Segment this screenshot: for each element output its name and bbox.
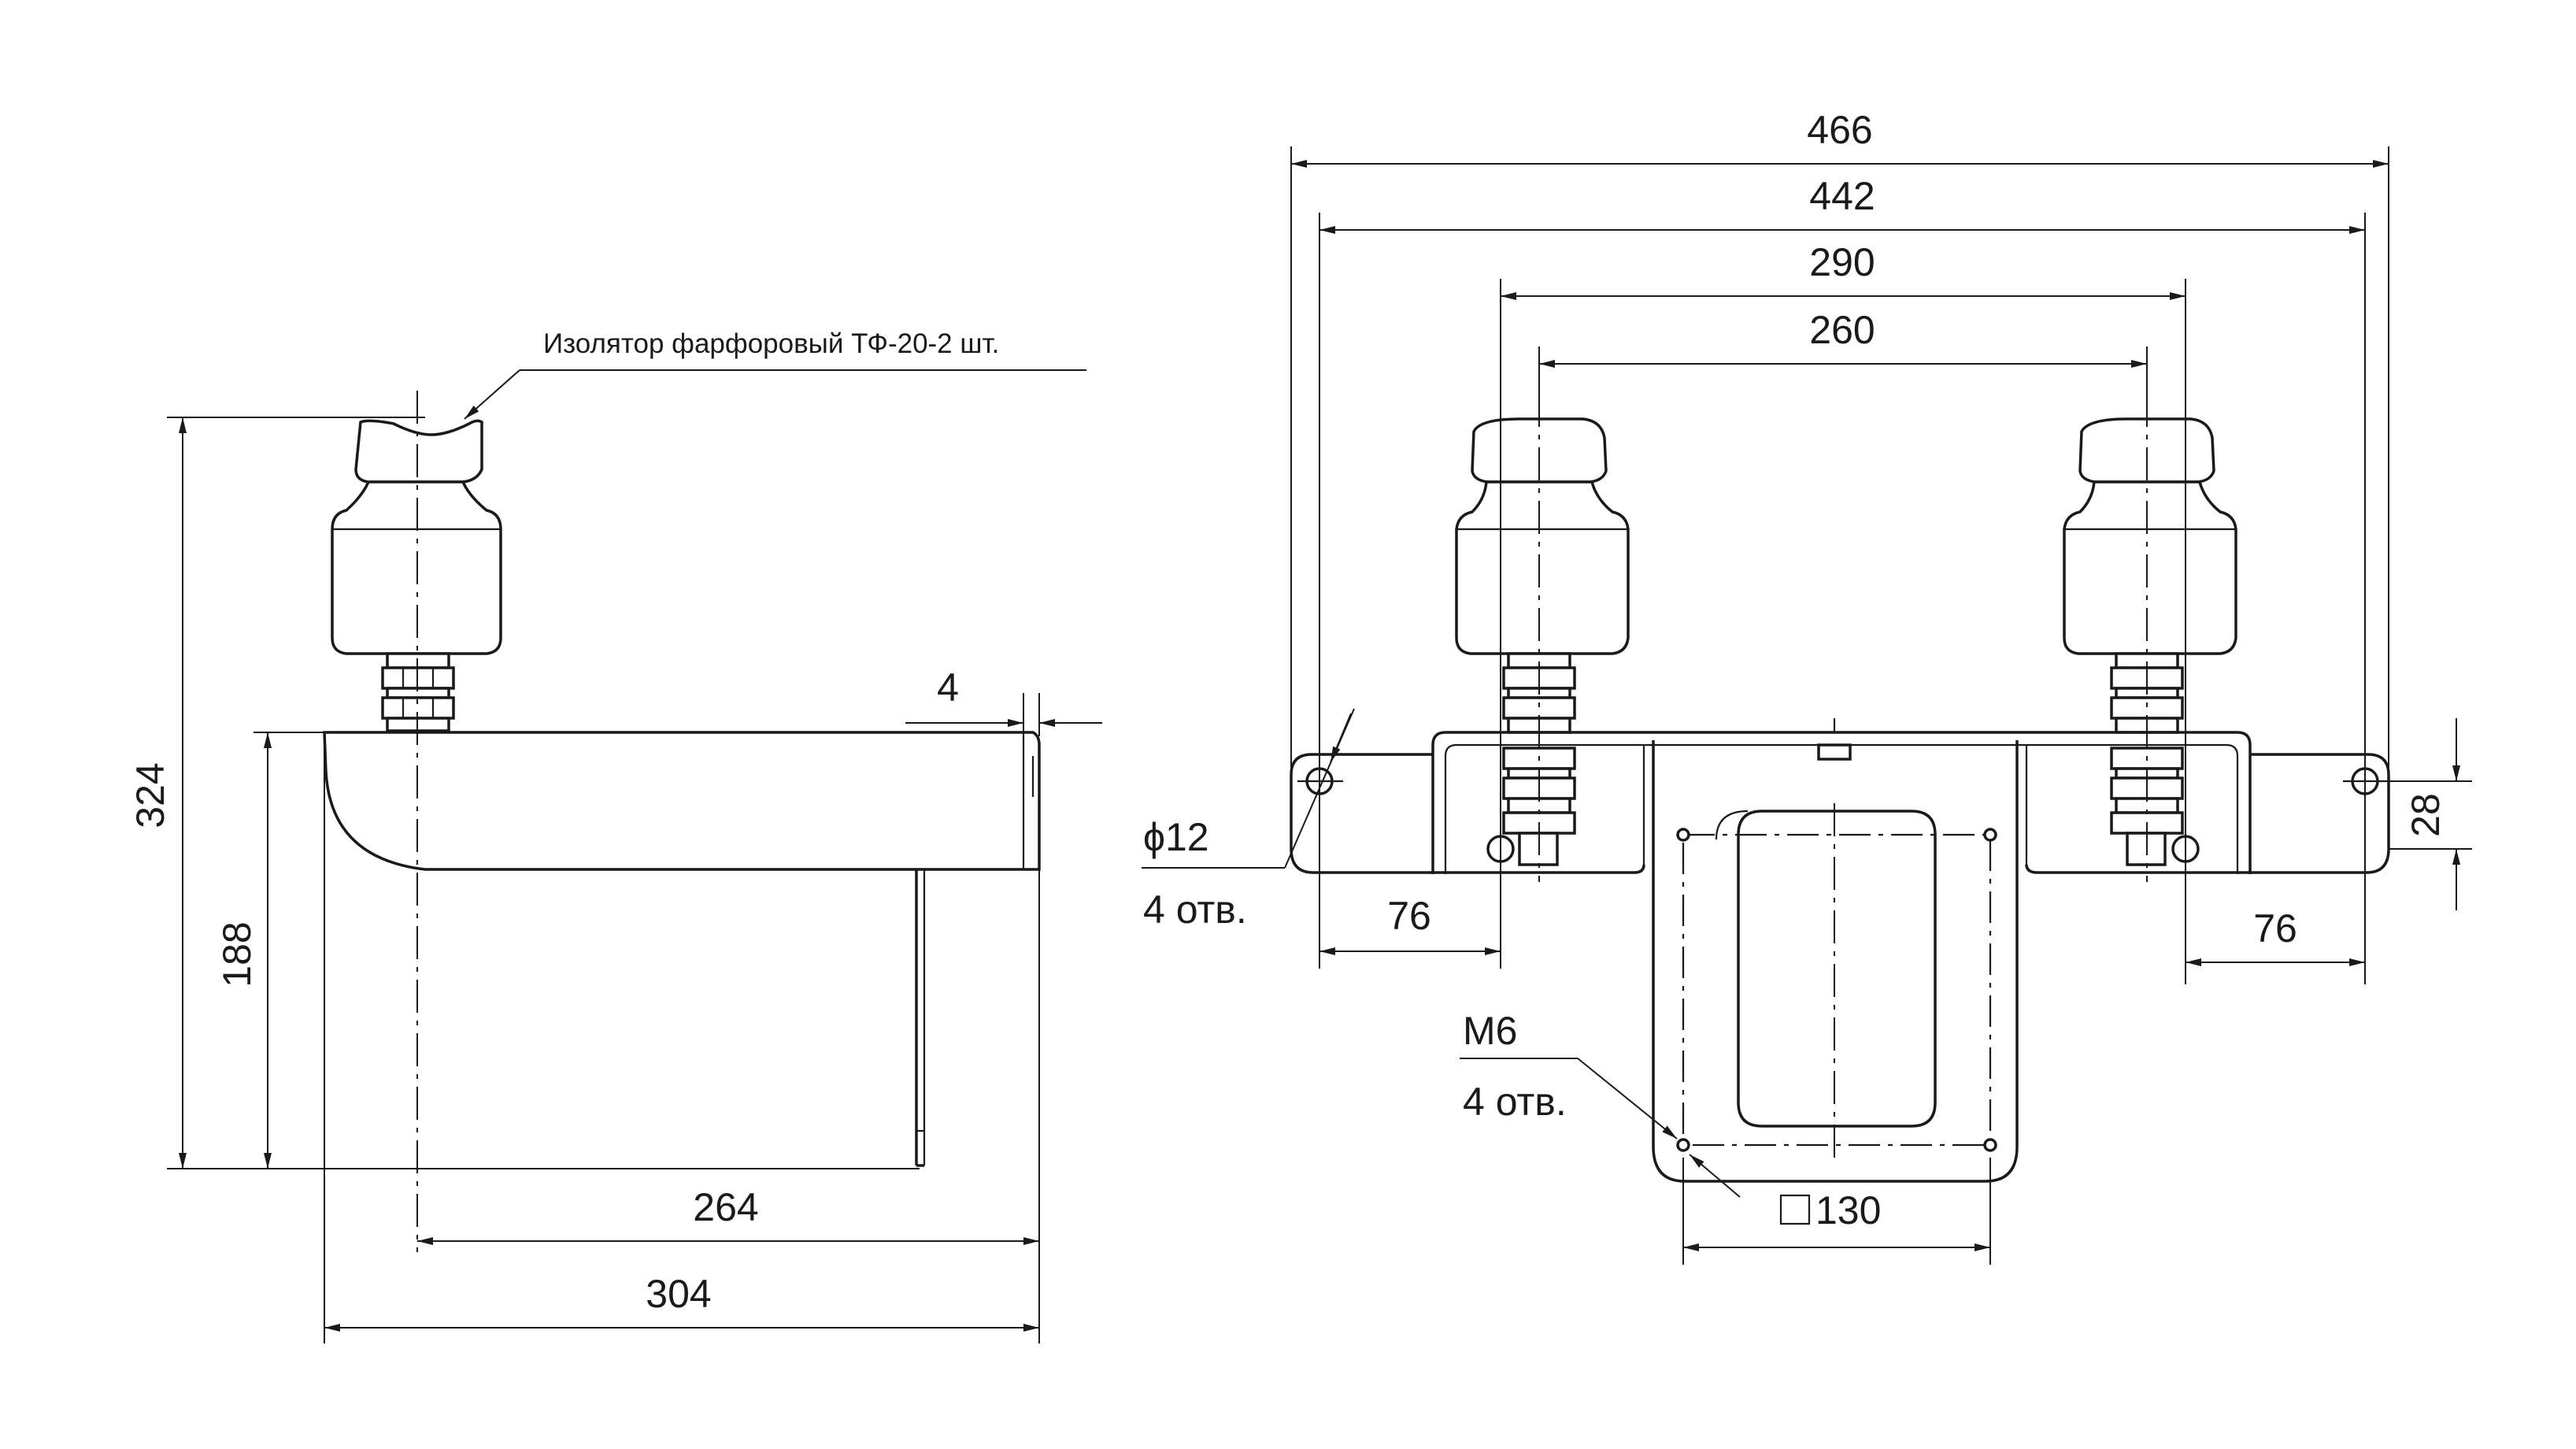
- insulator-left: [1455, 417, 1630, 866]
- m6-hole-top-left: [1676, 828, 1690, 842]
- hole-diameter-label: ϕ12: [1143, 815, 1209, 859]
- dim-square-130: 130: [1815, 1188, 1881, 1232]
- m6-hole-bottom-left: [1676, 1138, 1690, 1152]
- dim-right-76: 76: [2253, 906, 2297, 951]
- dim-264: 264: [693, 1185, 758, 1229]
- insulator-callout: Изолятор фарфоровый ТФ-20-2 шт.: [543, 328, 999, 359]
- dim-28: 28: [2404, 793, 2448, 837]
- side-view: 324 188 4 264 304 Изолятор фарфоровый ТФ…: [128, 328, 1102, 1343]
- insulator-right: [2063, 417, 2237, 866]
- hole-count-label-2: 4 отв.: [1463, 1080, 1567, 1124]
- dim-466: 466: [1807, 108, 1872, 152]
- bracket-side: [323, 731, 1041, 1167]
- dim-442: 442: [1809, 174, 1875, 218]
- dim-left-76: 76: [1387, 894, 1431, 938]
- front-view: 466 442 290 260 76 76 28 ϕ12 4 отв. М6 4: [1142, 108, 2472, 1265]
- dim-324: 324: [128, 762, 172, 828]
- dim-260: 260: [1809, 308, 1875, 352]
- dim-4: 4: [937, 665, 959, 710]
- mounting-frame: [1290, 718, 2390, 1183]
- square-symbol: [1779, 1194, 1811, 1225]
- dim-188: 188: [215, 921, 259, 987]
- m6-hole-top-right: [1983, 828, 1997, 842]
- thread-label: М6: [1463, 1009, 1517, 1053]
- m6-hole-bottom-right: [1983, 1138, 1997, 1152]
- hole-count-label-1: 4 отв.: [1143, 888, 1247, 932]
- dim-304: 304: [646, 1272, 711, 1316]
- dim-290: 290: [1809, 240, 1875, 284]
